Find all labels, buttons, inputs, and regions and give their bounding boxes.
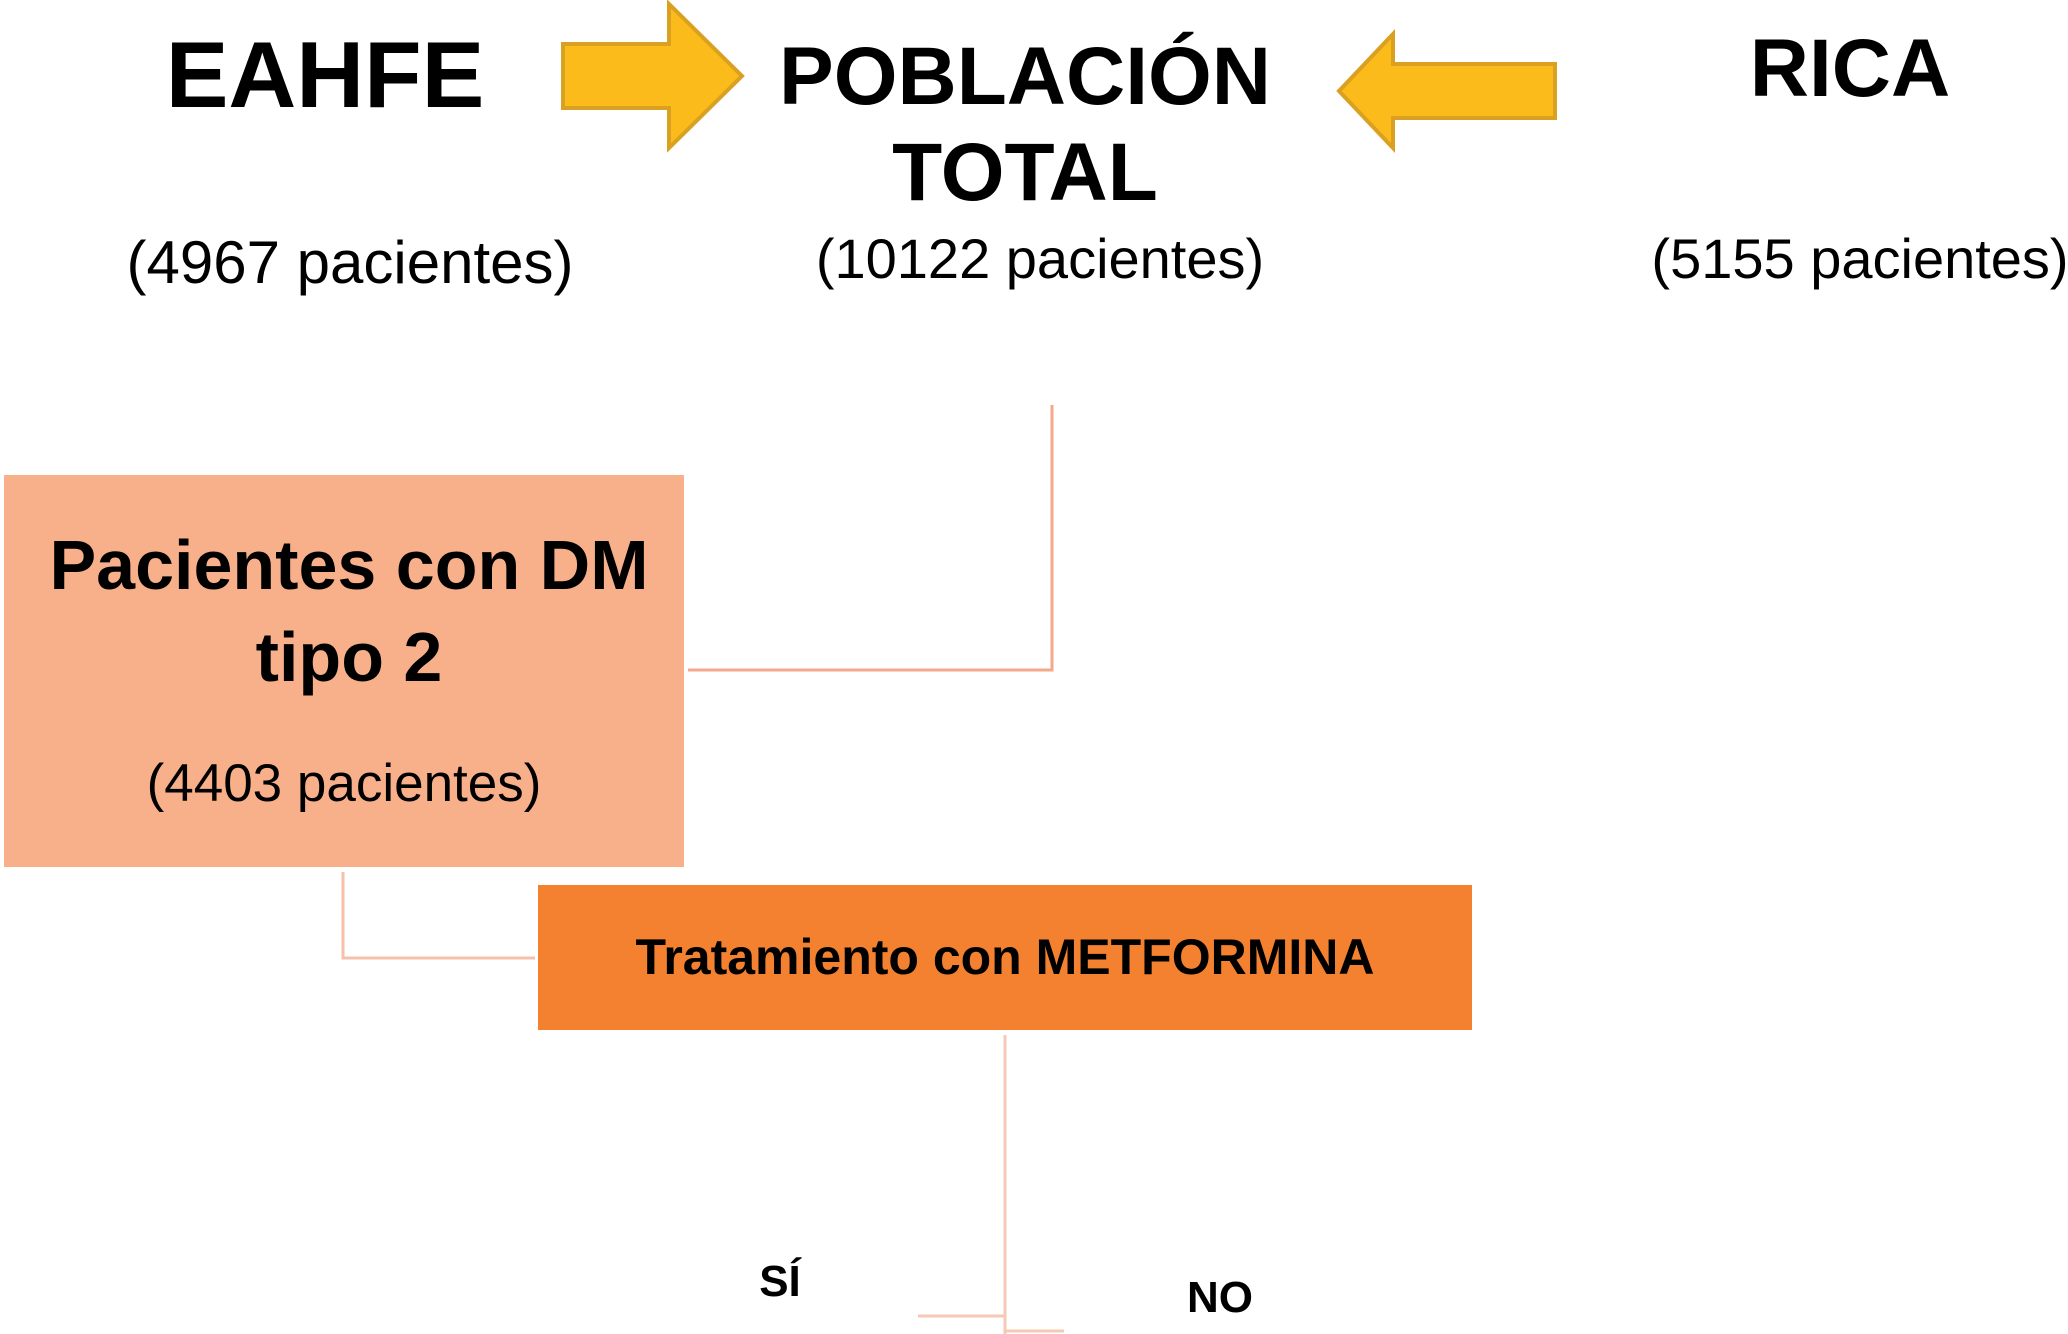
dm-patients-box	[4, 475, 684, 867]
dm-count: (4403 pacientes)	[146, 754, 542, 813]
connector-total-to-dm	[688, 405, 1054, 672]
connector-dm-to-treatment	[341, 872, 535, 960]
total-count: (10122 pacientes)	[815, 227, 1265, 290]
arrow-right-icon	[561, 0, 745, 153]
total-title-line2: TOTAL	[892, 127, 1158, 218]
arrow-left-icon	[1336, 28, 1557, 154]
eahfe-count: (4967 pacientes)	[126, 229, 574, 296]
dm-title-line1: Pacientes con DM	[49, 526, 649, 604]
dm-title-line2: tipo 2	[255, 618, 443, 696]
yes-branch-label: SÍ	[759, 1257, 801, 1306]
eahfe-title: EAHFE	[165, 22, 485, 127]
rica-count: (5155 pacientes)	[1651, 227, 2068, 290]
metformina-treatment-box	[538, 885, 1472, 1030]
total-title-line1: POBLACIÓN	[779, 31, 1271, 122]
rica-title: RICA	[1749, 23, 1951, 114]
no-branch-label: NO	[1187, 1273, 1253, 1322]
metformina-label: Tratamiento con METFORMINA	[635, 929, 1375, 985]
